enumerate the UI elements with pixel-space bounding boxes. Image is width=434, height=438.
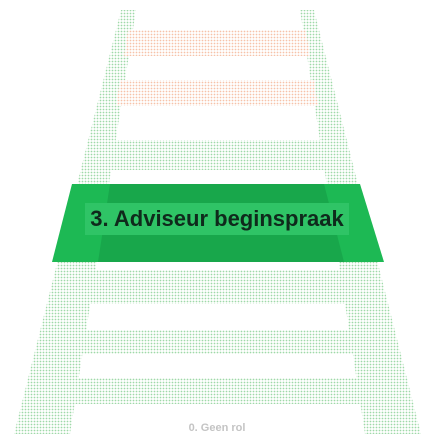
- bottom-step-label: 0. Geen rol: [188, 422, 246, 434]
- rung-middle: [102, 140, 332, 170]
- rung-lower-1: [60, 270, 374, 304]
- rung-bottom: [30, 378, 406, 404]
- rung-lower-2: [42, 330, 392, 354]
- active-step: [52, 184, 384, 262]
- rung-upper: [116, 80, 318, 106]
- active-rung: [74, 184, 358, 262]
- rung-top: [124, 30, 310, 56]
